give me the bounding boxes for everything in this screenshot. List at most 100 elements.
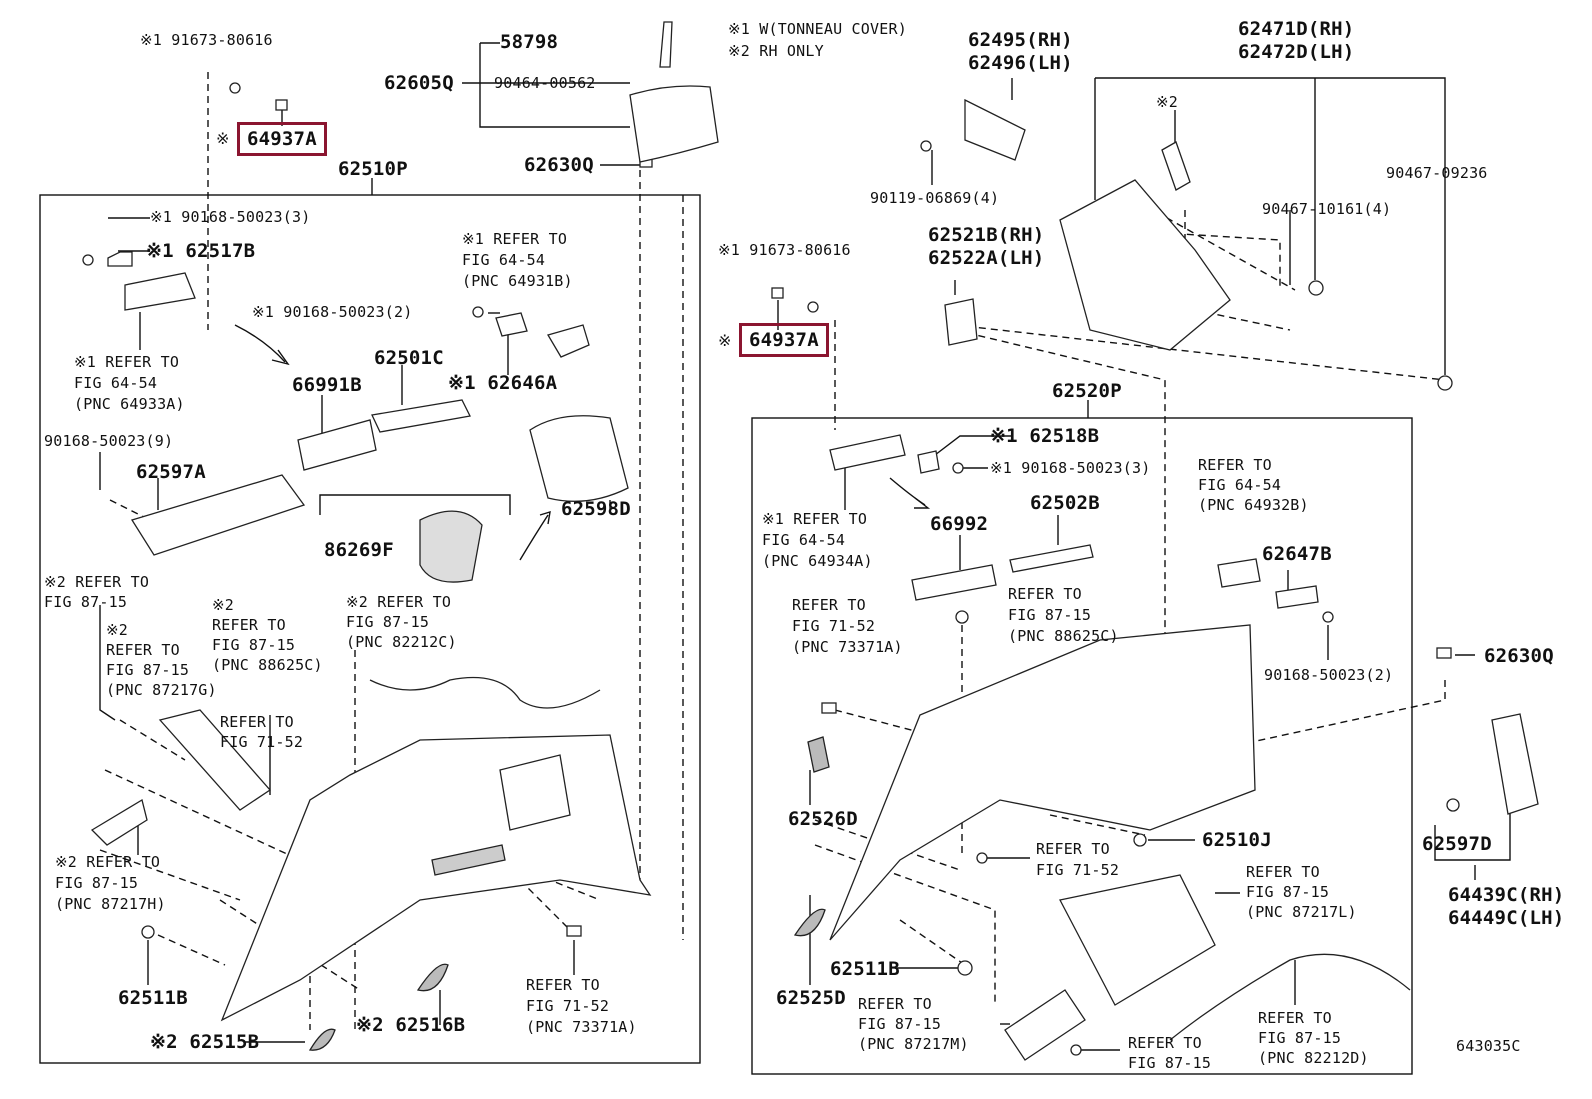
part-label[interactable]: ※1 91673-80616	[718, 241, 851, 259]
hook-icon	[1217, 558, 1261, 588]
highlight-box-64937a-right	[739, 323, 829, 357]
reference-note: ※2 REFER TO FIG 87-15 (PNC 87217H)	[55, 853, 166, 913]
bracket-icon	[1161, 141, 1191, 191]
part-label[interactable]: 90168-50023(9)	[44, 432, 174, 450]
bracket-icon	[107, 251, 133, 267]
strap-icon	[659, 21, 673, 68]
bracket-icon	[1491, 713, 1539, 815]
screw-icon	[920, 140, 932, 152]
hook-icon	[547, 324, 590, 358]
part-label[interactable]: 62526D	[788, 808, 858, 830]
part-label[interactable]: 58798	[500, 31, 559, 53]
part-label[interactable]: ※1 62517B	[146, 240, 256, 262]
legend-note-1: ※1 W(TONNEAU COVER)	[728, 20, 907, 38]
lid-icon	[529, 415, 629, 502]
left-assembly-frame	[39, 194, 701, 1064]
clip-icon	[1446, 798, 1460, 812]
clip-icon	[1437, 375, 1453, 391]
part-label[interactable]: 62630Q	[524, 154, 594, 176]
part-label[interactable]: 62511B	[830, 958, 900, 980]
part-label[interactable]: ※2 62515B	[150, 1031, 260, 1053]
part-label[interactable]: ※1 62646A	[448, 372, 558, 394]
reference-note: REFER TO FIG 64-54 (PNC 64932B)	[1198, 456, 1309, 514]
clip-icon	[957, 960, 973, 976]
part-label[interactable]: 62605Q	[384, 72, 454, 94]
part-label[interactable]: 62520P	[1052, 380, 1122, 402]
reference-note: REFER TO FIG 87-15 (PNC 82212D)	[1258, 1009, 1369, 1067]
panel-icon	[371, 399, 471, 433]
clip-icon	[976, 852, 988, 864]
part-label[interactable]: 62502B	[1030, 492, 1100, 514]
part-label[interactable]: 62510J	[1202, 829, 1272, 851]
wire-harness	[369, 676, 601, 709]
part-label[interactable]: 66991B	[292, 374, 362, 396]
part-label[interactable]: ※1 90168-50023(3)	[150, 208, 311, 226]
part-label[interactable]: 90168-50023(2)	[1264, 666, 1394, 684]
part-label[interactable]: 62511B	[118, 987, 188, 1009]
part-label[interactable]: ※1 90168-50023(3)	[990, 459, 1151, 477]
screw-icon	[472, 306, 484, 318]
part-label[interactable]: 62510P	[338, 158, 408, 180]
reference-note: ※1 REFER TO FIG 64-54 (PNC 64933A)	[74, 353, 185, 413]
reference-note: ※2 REFER TO FIG 87-15 (PNC 87217G)	[106, 621, 217, 699]
bracket-icon	[917, 450, 940, 474]
part-label[interactable]: 62471D(RH) 62472D(LH)	[1238, 18, 1355, 63]
bracket-icon	[495, 312, 528, 337]
right-assembly-frame	[751, 417, 1413, 1075]
reference-note: ※2 REFER TO FIG 87-15 (PNC 88625C)	[212, 596, 323, 674]
duct-icon	[1059, 874, 1216, 1006]
part-label-highlighted[interactable]: 64937A	[749, 329, 819, 351]
part-label[interactable]: 62521B(RH) 62522A(LH)	[928, 224, 1045, 269]
part-label[interactable]: 62597D	[1422, 833, 1492, 855]
clip-icon	[141, 925, 155, 939]
part-label[interactable]: ※2 62516B	[356, 1014, 466, 1036]
part-label[interactable]: 62598D	[561, 498, 631, 520]
reference-note: REFER TO FIG 87-15	[1128, 1034, 1212, 1072]
speaker-grille-icon	[419, 510, 483, 583]
duct-icon	[158, 709, 271, 811]
reference-note: ※1 REFER TO FIG 64-54 (PNC 64931B)	[462, 230, 573, 290]
tray-icon	[911, 564, 997, 601]
clip-icon	[1436, 647, 1452, 659]
part-label[interactable]: 62630Q	[1484, 645, 1554, 667]
part-label[interactable]: 90467-09236	[1386, 164, 1488, 182]
figure-id: 643035C	[1456, 1037, 1521, 1055]
part-label[interactable]: 86269F	[324, 539, 394, 561]
part-label[interactable]: 62525D	[776, 987, 846, 1009]
bracket-icon	[944, 298, 978, 346]
legend-note-2: ※2 RH ONLY	[728, 42, 824, 60]
part-label[interactable]: 90464-00562	[494, 74, 596, 92]
reference-note: REFER TO FIG 71-52 (PNC 73371A)	[792, 596, 903, 656]
quarter-trim-panel-left	[220, 734, 652, 1022]
panel-icon	[1009, 544, 1094, 573]
part-label[interactable]: ※1 90168-50023(2)	[252, 303, 413, 321]
vent-icon	[416, 963, 449, 992]
screw-icon	[1070, 1044, 1082, 1056]
bracket-icon	[829, 434, 906, 471]
reference-note: REFER TO FIG 71-52	[1036, 840, 1120, 879]
part-label-highlighted[interactable]: 64937A	[247, 128, 317, 150]
part-label[interactable]: ※1 62518B	[990, 425, 1100, 447]
part-label: ※	[718, 331, 732, 350]
screw-icon	[1322, 611, 1334, 623]
vent-icon	[431, 844, 506, 876]
part-label[interactable]: 90467-10161(4)	[1262, 200, 1392, 218]
clip-icon	[1133, 833, 1147, 847]
part-label[interactable]: 64439C(RH) 64449C(LH)	[1448, 884, 1565, 929]
vent-icon	[308, 1028, 336, 1051]
screw-icon	[82, 254, 94, 266]
part-label[interactable]: 62495(RH) 62496(LH)	[968, 29, 1073, 74]
note-mark: ※2	[1156, 93, 1178, 111]
clip-icon	[275, 99, 288, 111]
cover-icon	[629, 85, 719, 163]
part-label[interactable]: 62647B	[1262, 543, 1332, 565]
part-label[interactable]: 66992	[930, 513, 989, 535]
part-label[interactable]: ※1 91673-80616	[140, 31, 273, 49]
reference-note: ※2 REFER TO FIG 87-15	[44, 573, 150, 611]
part-label[interactable]: 62501C	[374, 347, 444, 369]
part-label[interactable]: 90119-06869(4)	[870, 189, 1000, 207]
highlight-box-64937a-left	[237, 122, 327, 156]
part-label[interactable]: 62597A	[136, 461, 206, 483]
vent-icon	[793, 908, 826, 937]
